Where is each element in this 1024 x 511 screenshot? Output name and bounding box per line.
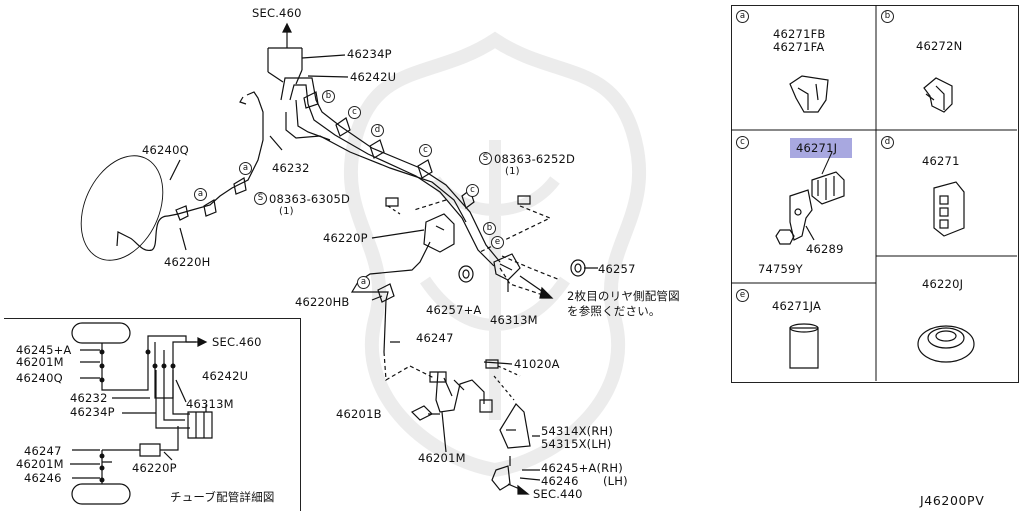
note-line-2: を参照ください。 xyxy=(567,304,661,318)
panel-d-part-46271: 46271 xyxy=(922,154,960,168)
panel-b-tag: b xyxy=(881,10,894,23)
detail-part-46220P: 46220P xyxy=(132,461,177,475)
panel-e-part-46271JA: 46271JA xyxy=(772,299,822,313)
detail-part-46240Q: 46240Q xyxy=(16,371,63,385)
panel-a-part-46271FB: 46271FB xyxy=(773,27,826,41)
screw-symbol-2: S xyxy=(479,152,492,165)
callout-c-2: c xyxy=(419,144,432,157)
callout-c-1: c xyxy=(348,106,361,119)
part-46234P: 46234P xyxy=(347,47,392,61)
part-46242U: 46242U xyxy=(350,70,397,84)
part-46257: 46257 xyxy=(598,262,636,276)
screw-symbol-1: S xyxy=(254,192,267,205)
panel-a-tag: a xyxy=(736,10,749,23)
detail-part-46246: 46246 xyxy=(24,471,62,485)
detail-sec-460: SEC.460 xyxy=(212,335,262,349)
detail-part-46313M: 46313M xyxy=(186,397,234,411)
part-46220P: 46220P xyxy=(323,231,368,245)
qty-08363-6305D: (1) xyxy=(279,206,294,217)
part-08363-6305D: 08363-6305D xyxy=(269,192,351,206)
part-46220HB: 46220HB xyxy=(295,295,350,309)
detail-part-46234P: 46234P xyxy=(70,405,115,419)
part-46313M: 46313M xyxy=(490,313,538,327)
detail-part-46245-A: 46245+A xyxy=(16,343,72,357)
panel-c-part-74759Y: 74759Y xyxy=(758,262,803,276)
part-46201B: 46201B xyxy=(336,407,382,421)
panel-a-part-46271FA: 46271FA xyxy=(773,40,825,54)
panel-c-part-46271J: 46271J xyxy=(796,141,838,155)
part-46247: 46247 xyxy=(416,331,454,345)
part-46246: 46246 xyxy=(541,474,579,488)
detail-part-46201M: 46201M xyxy=(16,355,64,369)
callout-a-1: a xyxy=(239,162,252,175)
watermark-emblem xyxy=(343,31,647,478)
note-line-1: 2枚目のリヤ側配管図 xyxy=(567,289,680,303)
part-46220H: 46220H xyxy=(164,255,211,269)
callout-b-1: b xyxy=(322,90,335,103)
panel-b-part-46272N: 46272N xyxy=(916,39,963,53)
sec-460-label: SEC.460 xyxy=(252,6,302,20)
detail-part-46242U: 46242U xyxy=(202,369,249,383)
callout-d-1: d xyxy=(371,124,384,137)
detail-part-46232: 46232 xyxy=(70,391,108,405)
part-54315X: 54315X(LH) xyxy=(541,437,612,451)
detail-caption: チューブ配管詳細図 xyxy=(170,490,275,504)
part-08363-6252D: 08363-6252D xyxy=(494,152,576,166)
tube-detail-inset xyxy=(4,318,301,511)
part-46240Q: 46240Q xyxy=(142,143,189,157)
parts-panel-grid xyxy=(731,5,1019,383)
detail-part-46247: 46247 xyxy=(24,444,62,458)
part-46246-side: (LH) xyxy=(603,474,628,488)
panel-d-tag: d xyxy=(881,136,894,149)
callout-b-2: b xyxy=(483,222,496,235)
part-54314X: 54314X(RH) xyxy=(541,424,614,438)
detail-part-46201M-b: 46201M xyxy=(16,457,64,471)
sec-440-label: SEC.440 xyxy=(533,487,583,501)
part-46232: 46232 xyxy=(272,161,310,175)
panel-f-part-46220J: 46220J xyxy=(922,277,964,291)
diagram-code: J46200PV xyxy=(920,493,985,508)
panel-c-tag: c xyxy=(736,136,749,149)
part-46257-A: 46257+A xyxy=(426,303,482,317)
panel-e-tag: e xyxy=(736,289,749,302)
callout-a-2: a xyxy=(194,188,207,201)
qty-08363-6252D: (1) xyxy=(505,166,520,177)
callout-c-3: c xyxy=(466,184,479,197)
part-41020A: 41020A xyxy=(514,357,560,371)
callout-e-1: e xyxy=(491,236,504,249)
part-46245-A: 46245+A(RH) xyxy=(541,461,623,475)
callout-a-3: a xyxy=(357,276,370,289)
part-46201M: 46201M xyxy=(418,451,466,465)
panel-c-part-46289: 46289 xyxy=(806,242,844,256)
